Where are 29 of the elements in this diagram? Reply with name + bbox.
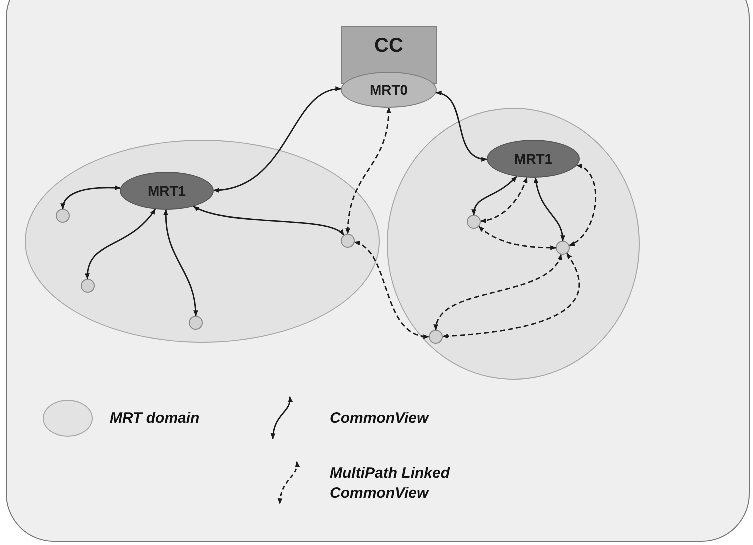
node-circle [81, 279, 95, 293]
legend-label: MultiPath Linked CommonView [330, 464, 450, 504]
connector-arrow [213, 87, 342, 192]
connector-arrow [193, 206, 344, 236]
connector-arrow [346, 107, 392, 235]
node-circle [429, 330, 443, 344]
connector-arrow [86, 208, 156, 280]
legend-label: MRT domain [110, 409, 201, 429]
connector-arrow [472, 176, 518, 216]
connector-arrow [478, 226, 557, 250]
node-circle [56, 209, 70, 223]
node-circle [341, 234, 355, 248]
connector-arrow [480, 177, 528, 224]
node-label: MRT1 [514, 151, 553, 167]
connector-arrow [569, 164, 596, 246]
legend-label: CommonView [330, 409, 430, 429]
node-circle [189, 316, 203, 330]
connector-arrow [61, 186, 122, 210]
node-circle [556, 241, 570, 255]
connector-arrow [164, 209, 198, 317]
node-label: CC [374, 35, 404, 58]
node-label: MRT1 [148, 183, 186, 199]
node-label: MRT0 [370, 82, 408, 98]
connector-arrow [434, 254, 562, 331]
connector-arrow [436, 92, 488, 162]
connector-arrow [534, 177, 565, 242]
connector-arrow [354, 242, 430, 339]
node-circle [467, 215, 481, 229]
connector-arrow [442, 253, 580, 339]
